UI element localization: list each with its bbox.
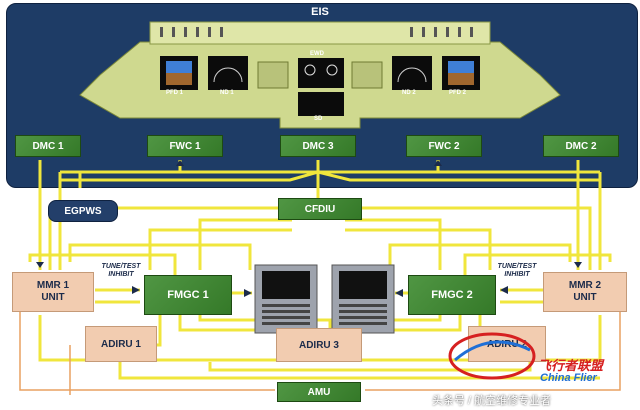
ewd-screen — [298, 58, 344, 88]
label-nd1: ND 1 — [220, 90, 234, 96]
cfdiu-box: CFDIU — [278, 198, 362, 220]
adiru3-box: ADIRU 3 — [276, 328, 362, 362]
adiru2-box: ADIRU 2 — [468, 326, 546, 362]
egpws-box: EGPWS — [48, 200, 118, 222]
overhead-switches — [160, 27, 473, 37]
label-ewd: EWD — [310, 51, 324, 57]
dmc1-box: DMC 1 — [15, 135, 81, 157]
nd1-screen — [208, 56, 248, 90]
label-sd: SD — [314, 116, 323, 122]
mmr2-box: MMR 2 UNIT — [543, 272, 627, 312]
tune-test-right: TUNE/TEST INHIBIT — [492, 263, 542, 279]
tune-left-line1: TUNE/TEST — [101, 263, 141, 270]
mmr2-line2: UNIT — [573, 292, 597, 303]
tune-right-line2: INHIBIT — [504, 271, 530, 278]
mcdu-2 — [331, 264, 395, 334]
mmr2-line1: MMR 2 — [568, 280, 602, 291]
label-pfd1: PFD 1 — [166, 90, 184, 96]
tune-right-line1: TUNE/TEST — [497, 263, 537, 270]
fwc1-box: FWC 1 — [147, 135, 223, 157]
fmgc1-box: FMGC 1 — [144, 275, 232, 315]
watermark-text: 头条号 / 航空维修专业者 — [432, 395, 552, 407]
brand-en: China Flier — [540, 372, 597, 384]
amu-box: AMU — [277, 382, 361, 402]
tune-test-left: TUNE/TEST INHIBIT — [96, 263, 146, 279]
standby-panel-left — [257, 61, 289, 89]
arrowheads — [36, 160, 582, 297]
sd-screen — [298, 92, 344, 116]
standby-panel — [351, 61, 383, 89]
fwc2-box: FWC 2 — [406, 135, 482, 157]
mmr1-box: MMR 1 UNIT — [12, 272, 94, 312]
mmr1-line2: UNIT — [41, 292, 65, 303]
mmr1-line1: MMR 1 — [36, 280, 70, 291]
dmc3-box: DMC 3 — [280, 135, 356, 157]
dmc2-box: DMC 2 — [543, 135, 619, 157]
brand-cn: 飞行者联盟 — [538, 358, 604, 373]
nd2-screen — [392, 56, 432, 90]
label-nd2: ND 2 — [402, 90, 416, 96]
eis-title: EIS — [311, 6, 329, 18]
adiru1-box: ADIRU 1 — [85, 326, 157, 362]
mcdu-1 — [254, 264, 318, 334]
fmgc2-box: FMGC 2 — [408, 275, 496, 315]
tune-left-line2: INHIBIT — [108, 271, 134, 278]
label-pfd2: PFD 2 — [449, 90, 467, 96]
overhead-panel — [149, 21, 491, 45]
orange-links — [19, 310, 621, 395]
